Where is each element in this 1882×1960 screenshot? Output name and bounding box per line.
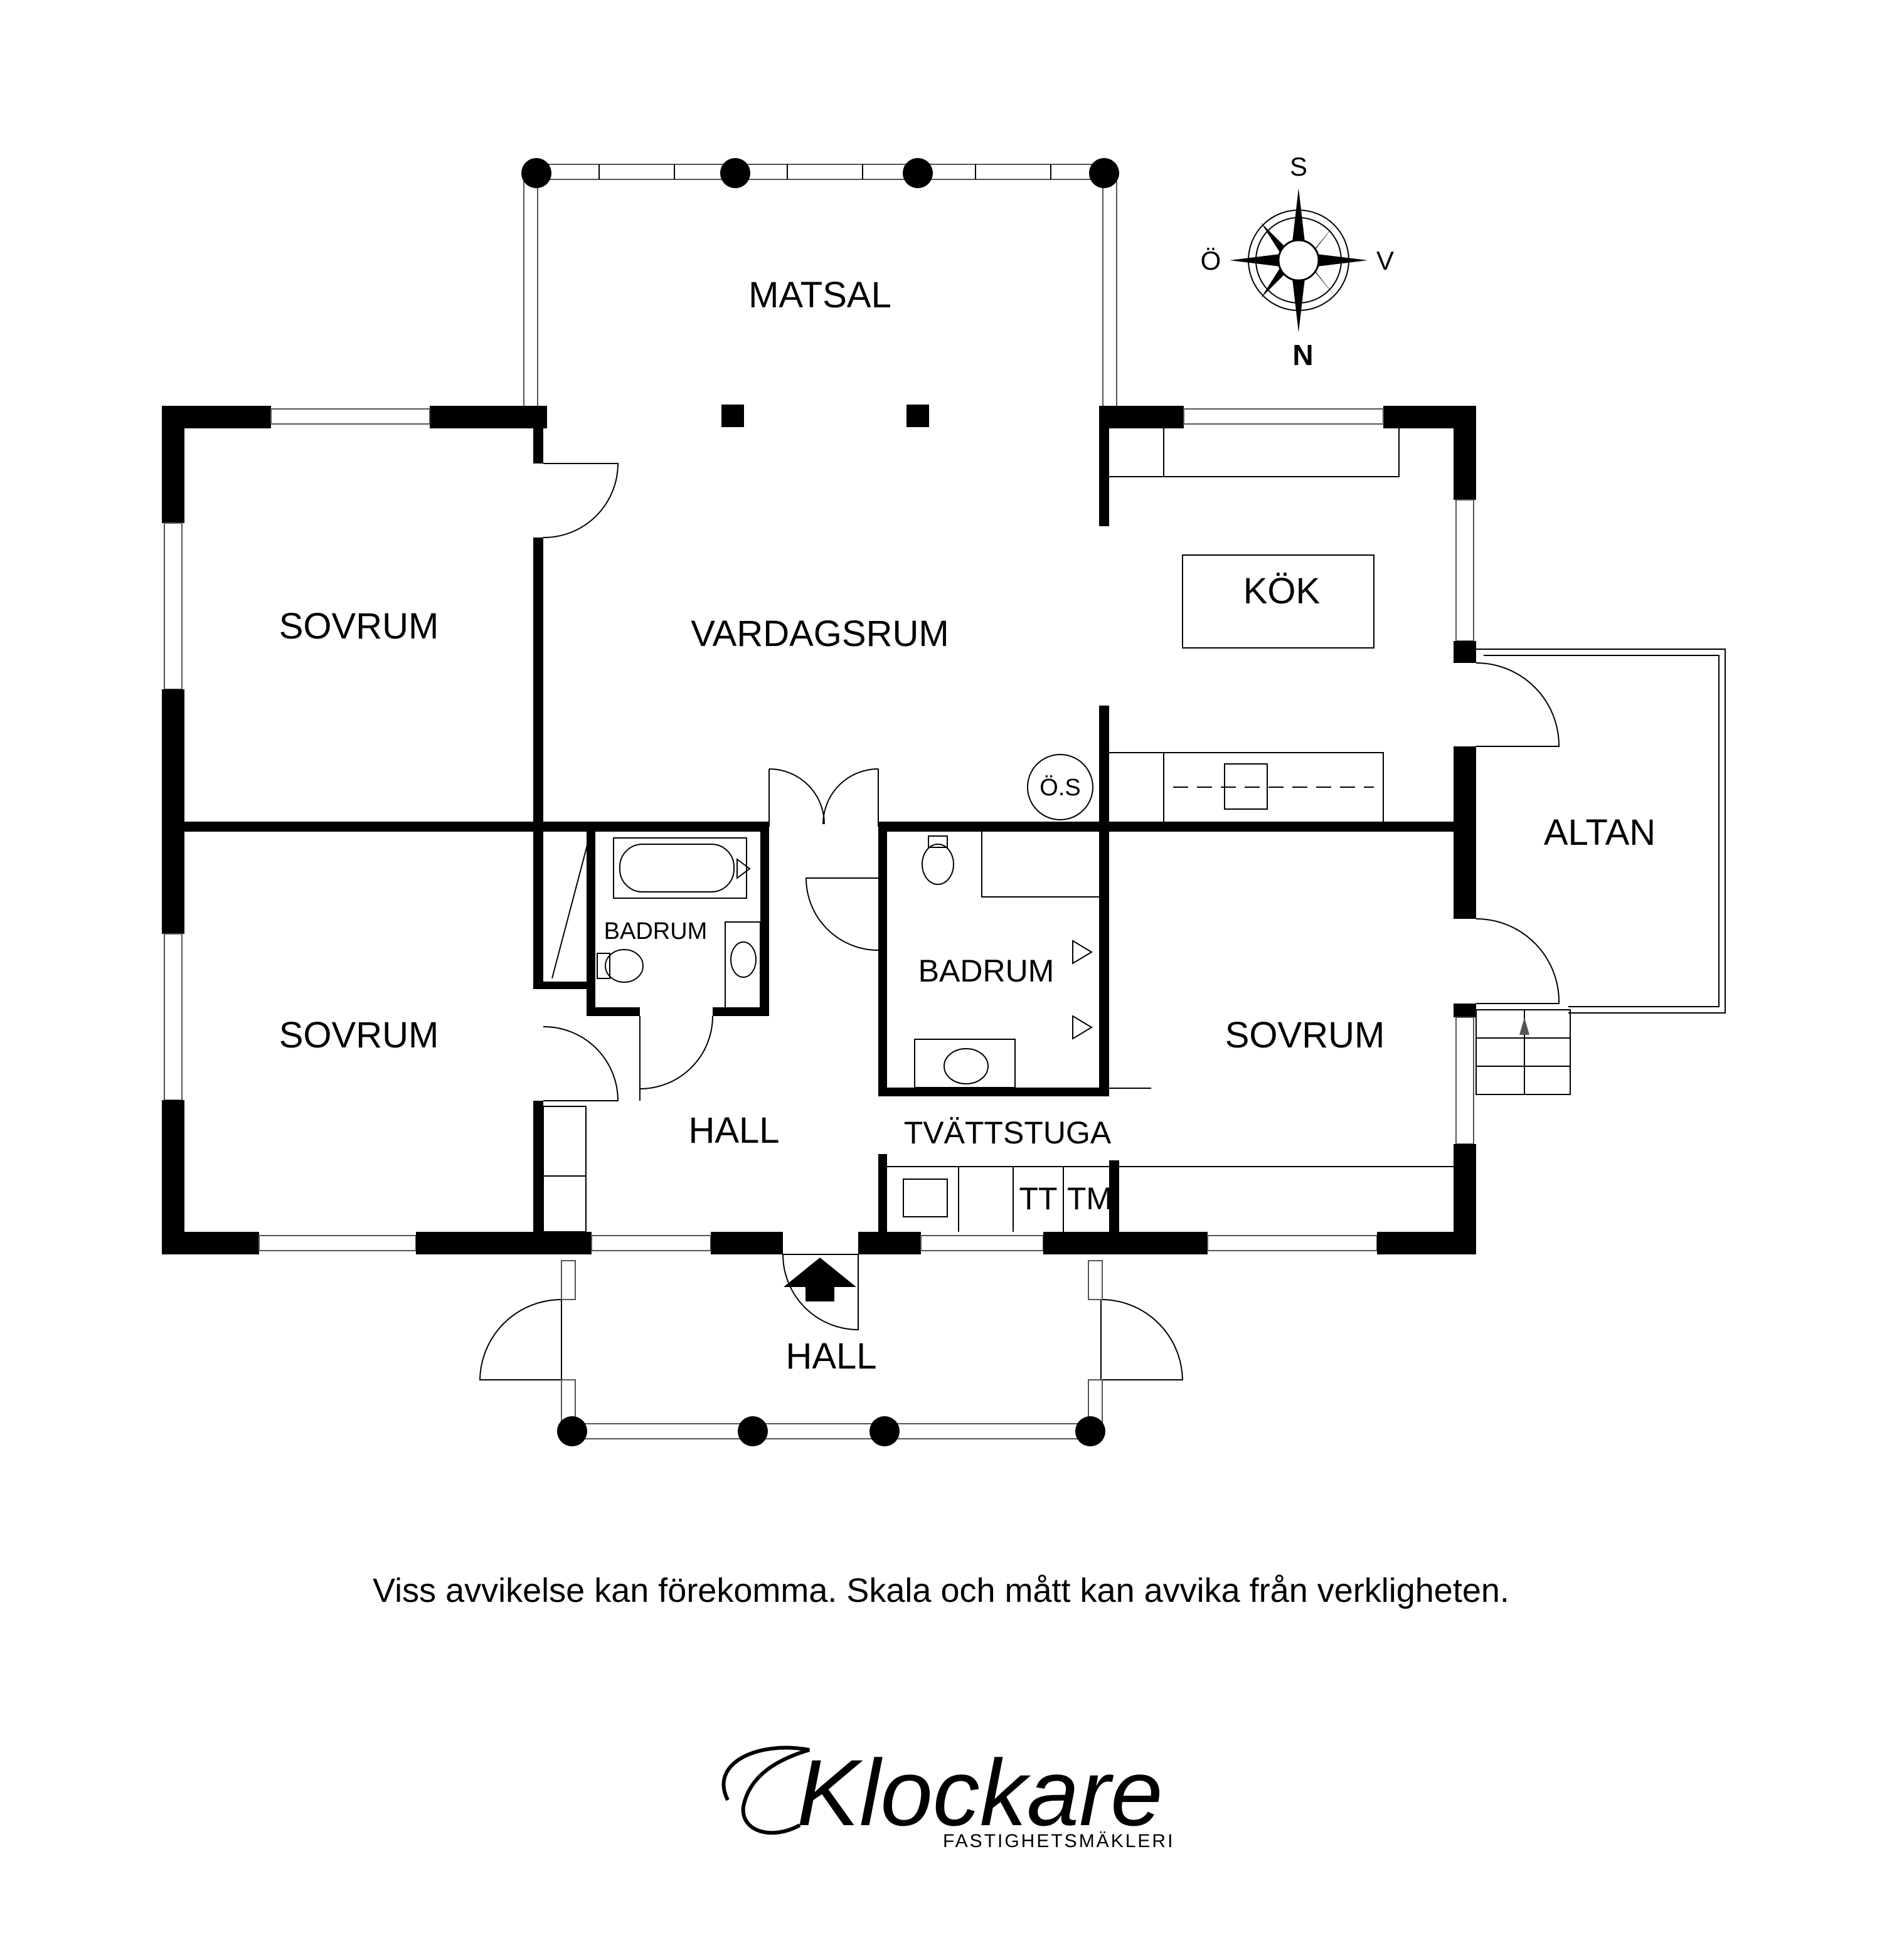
room-label-sovrum-sw: SOVRUM [279, 1015, 439, 1056]
compass-west-label: V [1376, 246, 1394, 275]
doors [479, 463, 1560, 1380]
disclaimer-text: Viss avvikelse kan förekomma. Skala och … [373, 1572, 1509, 1609]
logo-subtitle: FASTIGHETSMÄKLERI [943, 1831, 1174, 1851]
logo-wordmark: Klockare [797, 1740, 1163, 1845]
entrance-arrow-icon [784, 1258, 856, 1301]
fixture-label-dryer: TT [1019, 1181, 1057, 1216]
matsal-glazing [523, 164, 1117, 409]
room-label-badrum-large: BADRUM [918, 953, 1055, 988]
room-label-matsal: MATSAL [748, 275, 891, 315]
bathroom-fixtures [551, 832, 1151, 1089]
exterior-walls [162, 406, 1476, 1254]
room-label-sovrum-e: SOVRUM [1225, 1015, 1385, 1056]
altan-deck [1475, 649, 1726, 1095]
compass-south-label: S [1290, 152, 1307, 181]
matsal-posts [521, 158, 1119, 427]
room-label-sovrum-nw: SOVRUM [279, 606, 439, 647]
room-label-badrum-small: BADRUM [604, 918, 708, 945]
room-label-hall-entry: HALL [785, 1336, 876, 1377]
laundry-fixtures [543, 1106, 1454, 1232]
room-label-vardagsrum: VARDAGSRUM [691, 613, 949, 654]
compass-east-label: Ö [1201, 246, 1221, 275]
room-label-kok: KÖK [1243, 571, 1321, 612]
fixture-label-oven: Ö.S [1039, 775, 1080, 801]
interior-walls [182, 406, 1459, 1245]
kitchen-fixtures [1027, 428, 1400, 822]
room-label-tvattstuga: TVÄTTSTUGA [904, 1115, 1112, 1150]
compass-north-label: N [1292, 339, 1313, 371]
room-label-altan: ALTAN [1544, 812, 1656, 853]
fixture-label-washer: TM [1067, 1181, 1112, 1216]
klockare-logo: Klockare FASTIGHETSMÄKLERI [721, 1740, 1174, 1851]
room-label-hall-inner: HALL [688, 1110, 779, 1151]
compass-rose-icon [1230, 188, 1368, 332]
entry-porch [557, 1260, 1105, 1446]
